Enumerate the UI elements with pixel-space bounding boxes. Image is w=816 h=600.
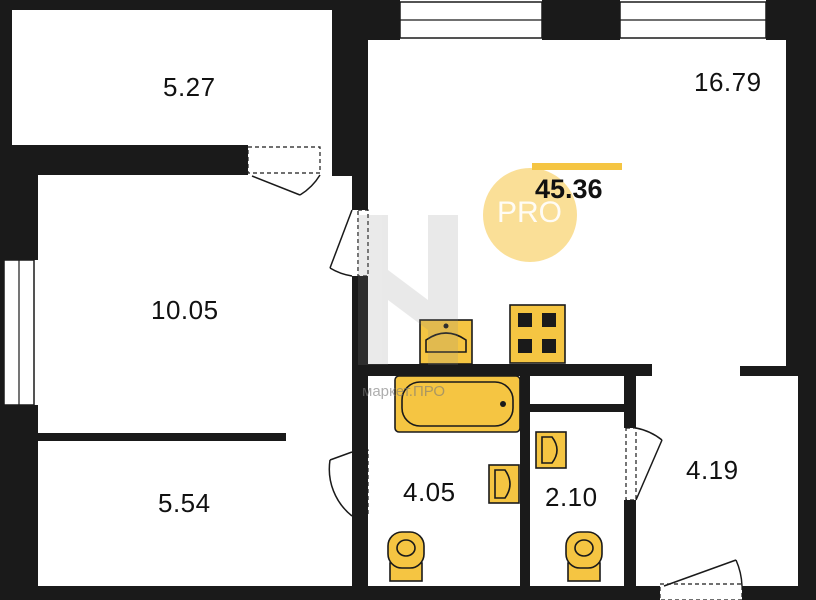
room-hallway: 4.19 xyxy=(686,455,739,485)
toilet-icon xyxy=(387,531,425,582)
room-living-kitchen: 16.79 xyxy=(694,67,762,97)
total-area-accent xyxy=(532,163,622,170)
room-bedroom: 10.05 xyxy=(151,295,219,325)
watermark-caption: маркет.ПРО xyxy=(362,383,446,400)
room-loggia-top: 5.27 xyxy=(163,72,216,102)
fixtures xyxy=(387,304,603,582)
doors xyxy=(247,146,743,600)
watermark-circle xyxy=(483,168,577,262)
windows xyxy=(3,1,767,406)
watermark-badge: PRO xyxy=(497,196,563,229)
total-area: 45.36 xyxy=(535,174,603,204)
room-toilet: 2.10 xyxy=(545,482,598,512)
toilet-icon xyxy=(565,531,603,582)
room-bathroom: 4.05 xyxy=(403,477,456,507)
watermark-logo xyxy=(358,215,458,365)
room-loggia-bottom: 5.54 xyxy=(158,488,211,518)
